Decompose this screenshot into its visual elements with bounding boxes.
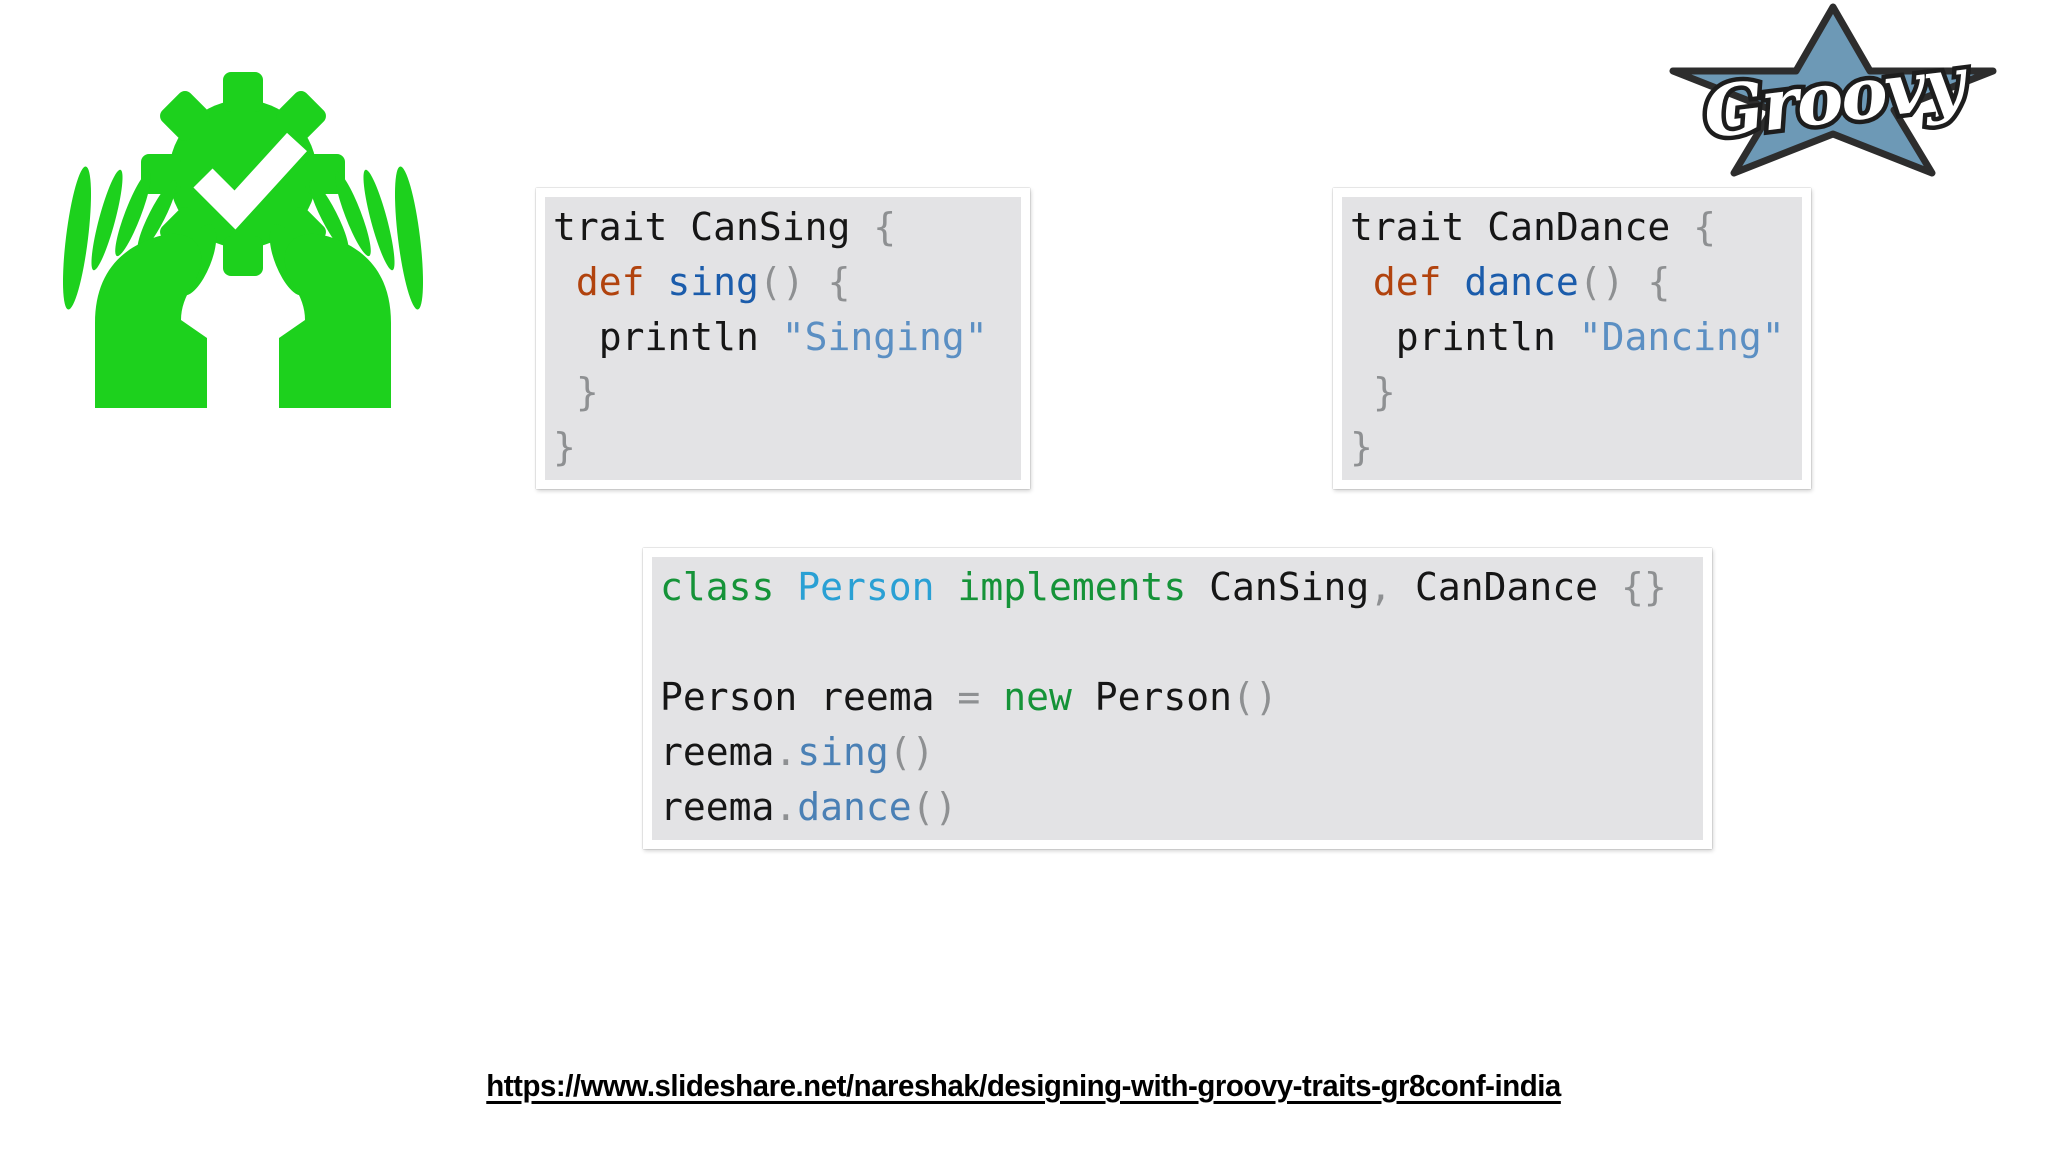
- left-hand-shape: [62, 166, 217, 408]
- code-token: println: [1350, 315, 1579, 359]
- groovy-logo-text: Groovy: [1699, 40, 1973, 155]
- code-line: Person reema = new Person(): [660, 670, 1695, 725]
- code-token: trait CanSing: [553, 205, 874, 249]
- code-line: }: [1350, 420, 1794, 475]
- code-line: println "Singing": [553, 310, 1013, 365]
- code-token: new: [1003, 675, 1072, 719]
- code-token: [1625, 260, 1648, 304]
- code-token: {: [1647, 260, 1671, 304]
- code-token: Person reema: [660, 675, 958, 719]
- code-token: .: [774, 785, 798, 829]
- code-line: trait CanDance {: [1350, 200, 1794, 255]
- code-token: (): [911, 785, 958, 829]
- code-token: sing: [667, 260, 759, 304]
- code-token: }: [1350, 370, 1396, 414]
- code-token: implements: [957, 565, 1187, 609]
- groovy-star-shape: [1669, 3, 1997, 177]
- code-line: def dance() {: [1350, 255, 1794, 310]
- code-token: [935, 565, 958, 609]
- code-token: {: [1693, 205, 1717, 249]
- code-line: }: [553, 420, 1013, 475]
- code-token: [1350, 260, 1373, 304]
- code-line: class Person implements CanSing, CanDanc…: [660, 560, 1695, 615]
- code-card-cansing: trait CanSing { def sing() { println "Si…: [536, 188, 1030, 495]
- code-token: [774, 565, 797, 609]
- cansing-code: trait CanSing { def sing() { println "Si…: [545, 197, 1021, 478]
- candance-code: trait CanDance { def dance() { println "…: [1342, 197, 1802, 478]
- code-token: (): [888, 730, 935, 774]
- groovy-logo-wrapper: Groovy: [1668, 2, 2002, 182]
- code-token: [980, 675, 1003, 719]
- code-token: .: [774, 730, 798, 774]
- code-line: [660, 615, 1695, 670]
- code-token: "Dancing": [1578, 315, 1785, 359]
- code-token: [805, 260, 828, 304]
- code-token: "Singing": [781, 315, 988, 359]
- code-token: println: [553, 315, 782, 359]
- source-url-bar: https://www.slideshare.net/nareshak/desi…: [0, 1068, 2048, 1104]
- code-token: {}: [1620, 565, 1667, 609]
- code-token: [553, 260, 576, 304]
- code-token: reema: [660, 785, 775, 829]
- code-token: {: [827, 260, 851, 304]
- code-token: ,: [1369, 565, 1393, 609]
- code-line: def sing() {: [553, 255, 1013, 310]
- source-url-link[interactable]: https://www.slideshare.net/nareshak/desi…: [486, 1068, 1562, 1103]
- code-token: Person: [1071, 675, 1232, 719]
- code-token: sing: [797, 730, 889, 774]
- code-token: =: [957, 675, 981, 719]
- code-token: (): [758, 260, 805, 304]
- code-line: reema.sing(): [660, 725, 1695, 780]
- code-line: }: [553, 365, 1013, 420]
- code-line: }: [1350, 365, 1794, 420]
- code-token: dance: [1464, 260, 1579, 304]
- code-token: trait CanDance: [1350, 205, 1694, 249]
- code-token: CanDance: [1392, 565, 1621, 609]
- code-token: Person: [797, 565, 935, 609]
- code-card-person: class Person implements CanSing, CanDanc…: [643, 548, 1712, 855]
- code-token: class: [660, 565, 775, 609]
- hands-gear-icon-wrapper: [57, 66, 429, 408]
- code-token: (): [1578, 260, 1625, 304]
- hands-holding-gear-check-icon: [62, 72, 424, 408]
- code-card-candance: trait CanDance { def dance() { println "…: [1333, 188, 1811, 495]
- code-token: reema: [660, 730, 775, 774]
- code-line: reema.dance(): [660, 780, 1695, 835]
- code-token: [645, 260, 668, 304]
- code-token: }: [553, 425, 576, 469]
- person-code: class Person implements CanSing, CanDanc…: [652, 557, 1703, 838]
- code-token: CanSing: [1186, 565, 1370, 609]
- code-token: def: [1372, 260, 1442, 304]
- checkmark-icon: [193, 132, 307, 230]
- code-token: dance: [797, 785, 912, 829]
- code-token: [1442, 260, 1465, 304]
- code-token: {: [873, 205, 897, 249]
- code-token: }: [553, 370, 599, 414]
- code-line: trait CanSing {: [553, 200, 1013, 255]
- code-token: (): [1232, 675, 1278, 719]
- code-token: def: [575, 260, 645, 304]
- code-line: println "Dancing": [1350, 310, 1794, 365]
- groovy-logo: Groovy: [1669, 3, 1997, 177]
- code-token: }: [1350, 425, 1373, 469]
- right-hand-shape: [269, 166, 424, 408]
